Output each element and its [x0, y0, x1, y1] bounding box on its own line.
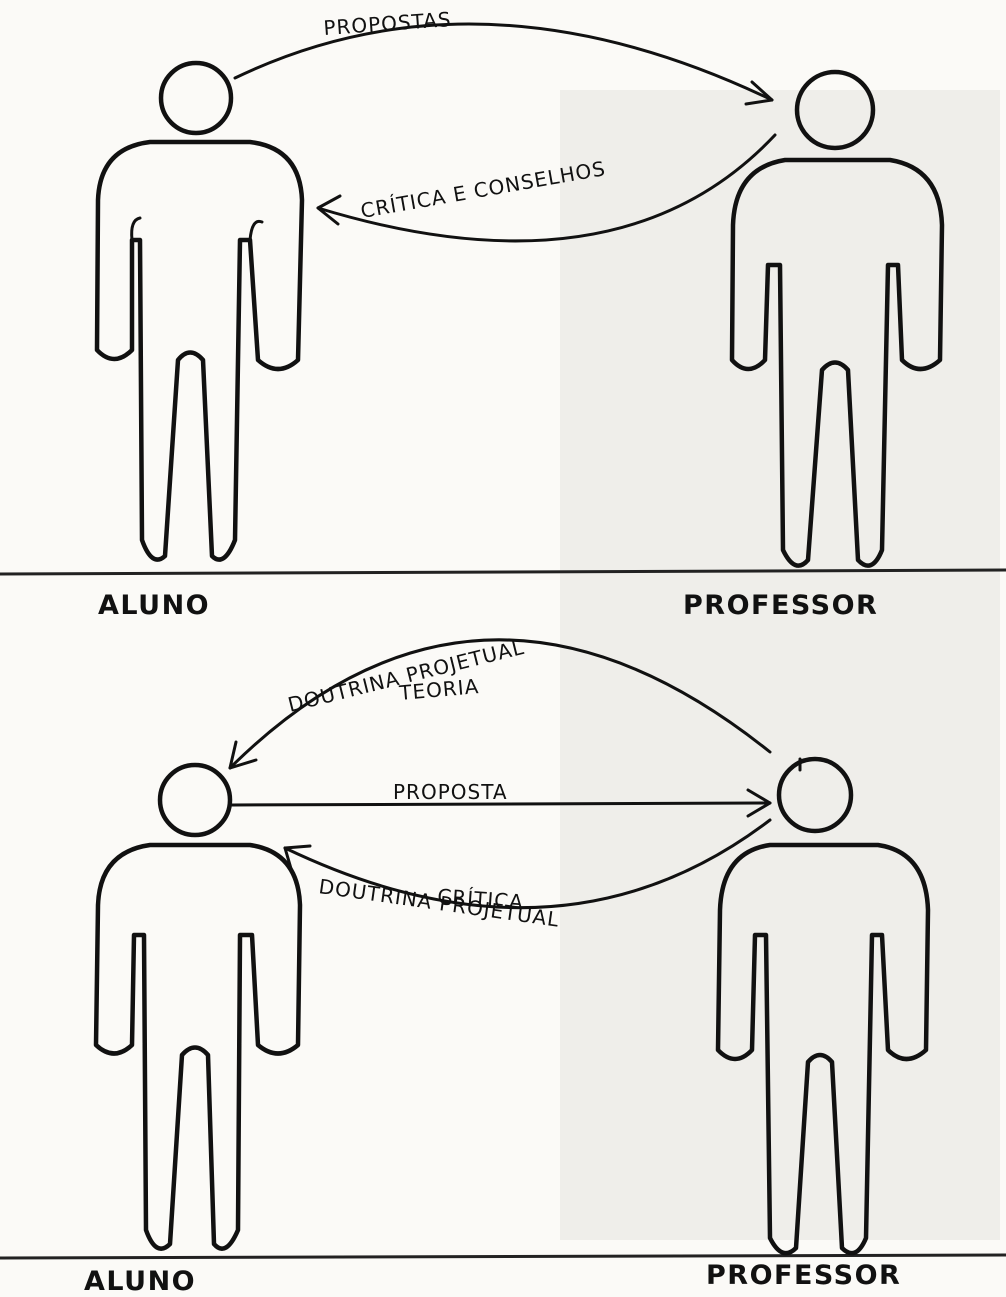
professor-label: PROFESSOR [683, 590, 878, 621]
arrow-curve [235, 24, 772, 100]
arrow-label: PROPOSTAS [323, 7, 453, 40]
arrow-label: PROPOSTA [393, 780, 508, 804]
professor-label: PROFESSOR [706, 1260, 901, 1291]
arrow-propostas: PROPOSTAS [235, 7, 772, 104]
arrow-label-line1: DOUTRINA PROJETUAL [285, 635, 526, 717]
aluno-figure [96, 765, 300, 1249]
aluno-label: ALUNO [84, 1266, 196, 1297]
left-arm-gap [132, 218, 140, 240]
ground-line [0, 1255, 1006, 1258]
aluno-figure [97, 63, 302, 560]
aluno-label: ALUNO [98, 590, 210, 621]
arrow-label-line2: DOUTRINA PROJETUAL [317, 874, 561, 932]
body [96, 845, 300, 1249]
body [97, 142, 302, 560]
right-arm-gap [250, 221, 262, 240]
head [160, 765, 230, 835]
head [161, 63, 231, 133]
